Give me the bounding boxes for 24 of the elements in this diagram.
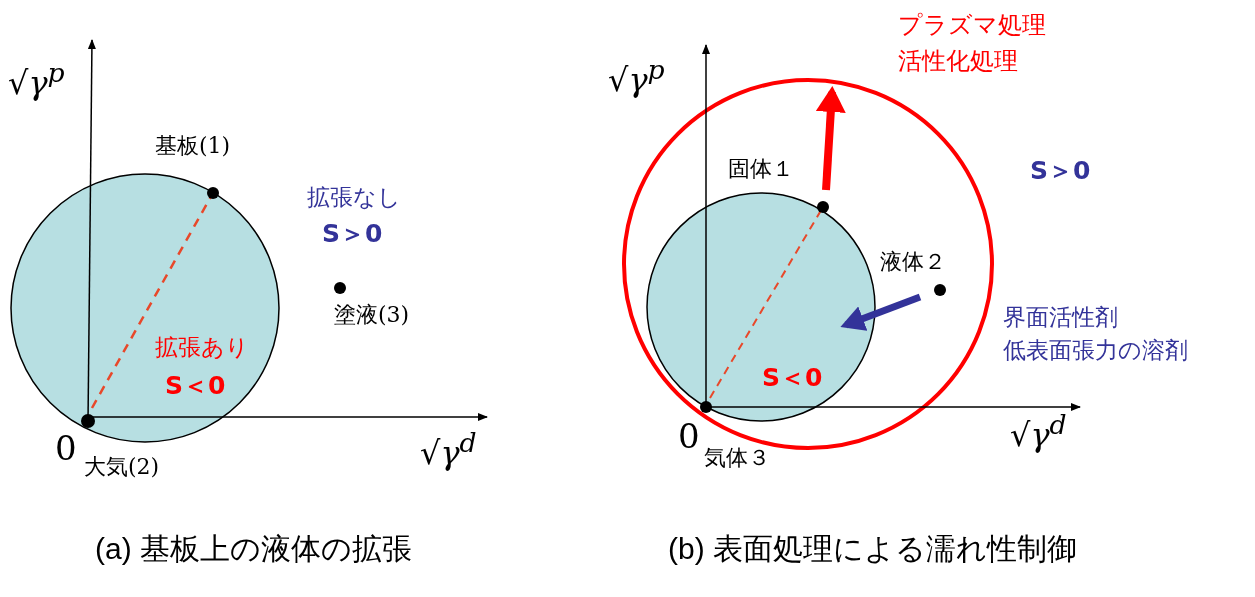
point-label: 基板(1)	[155, 134, 231, 159]
panel-caption: (b) 表面処理による濡れ性制御	[668, 532, 1077, 565]
axis-label: √γ$^{d}$	[1010, 410, 1067, 453]
origin-label: 0	[55, 430, 77, 468]
treatment-label: プラズマ処理	[898, 12, 1046, 39]
origin-label: 0	[678, 418, 700, 456]
point-label: 大気(2)	[84, 455, 160, 480]
axis-label: √γ$^{p}$	[608, 55, 665, 98]
treatment-label: 低表面張力の溶剤	[1003, 338, 1188, 364]
inequality-label: S＜0	[762, 364, 823, 392]
inequality-label: S＞0	[1030, 157, 1091, 185]
region-label: 拡張あり	[155, 335, 249, 361]
panel-caption: (a) 基板上の液体の拡張	[95, 532, 412, 565]
point-label: 液体２	[880, 250, 946, 275]
treatment-label: 活性化処理	[898, 48, 1018, 75]
point-label: 固体１	[728, 157, 794, 182]
inequality-label: S＞0	[322, 220, 383, 248]
inequality-label: S＜0	[165, 372, 226, 400]
axis-label: √γ$^{d}$	[420, 428, 477, 471]
treatment-label: 界面活性剤	[1003, 305, 1118, 331]
axis-label: √γ$^{p}$	[8, 58, 65, 101]
point-label: 気体３	[704, 446, 770, 471]
region-label: 拡張なし	[307, 185, 401, 211]
point-label: 塗液(3)	[334, 303, 410, 328]
